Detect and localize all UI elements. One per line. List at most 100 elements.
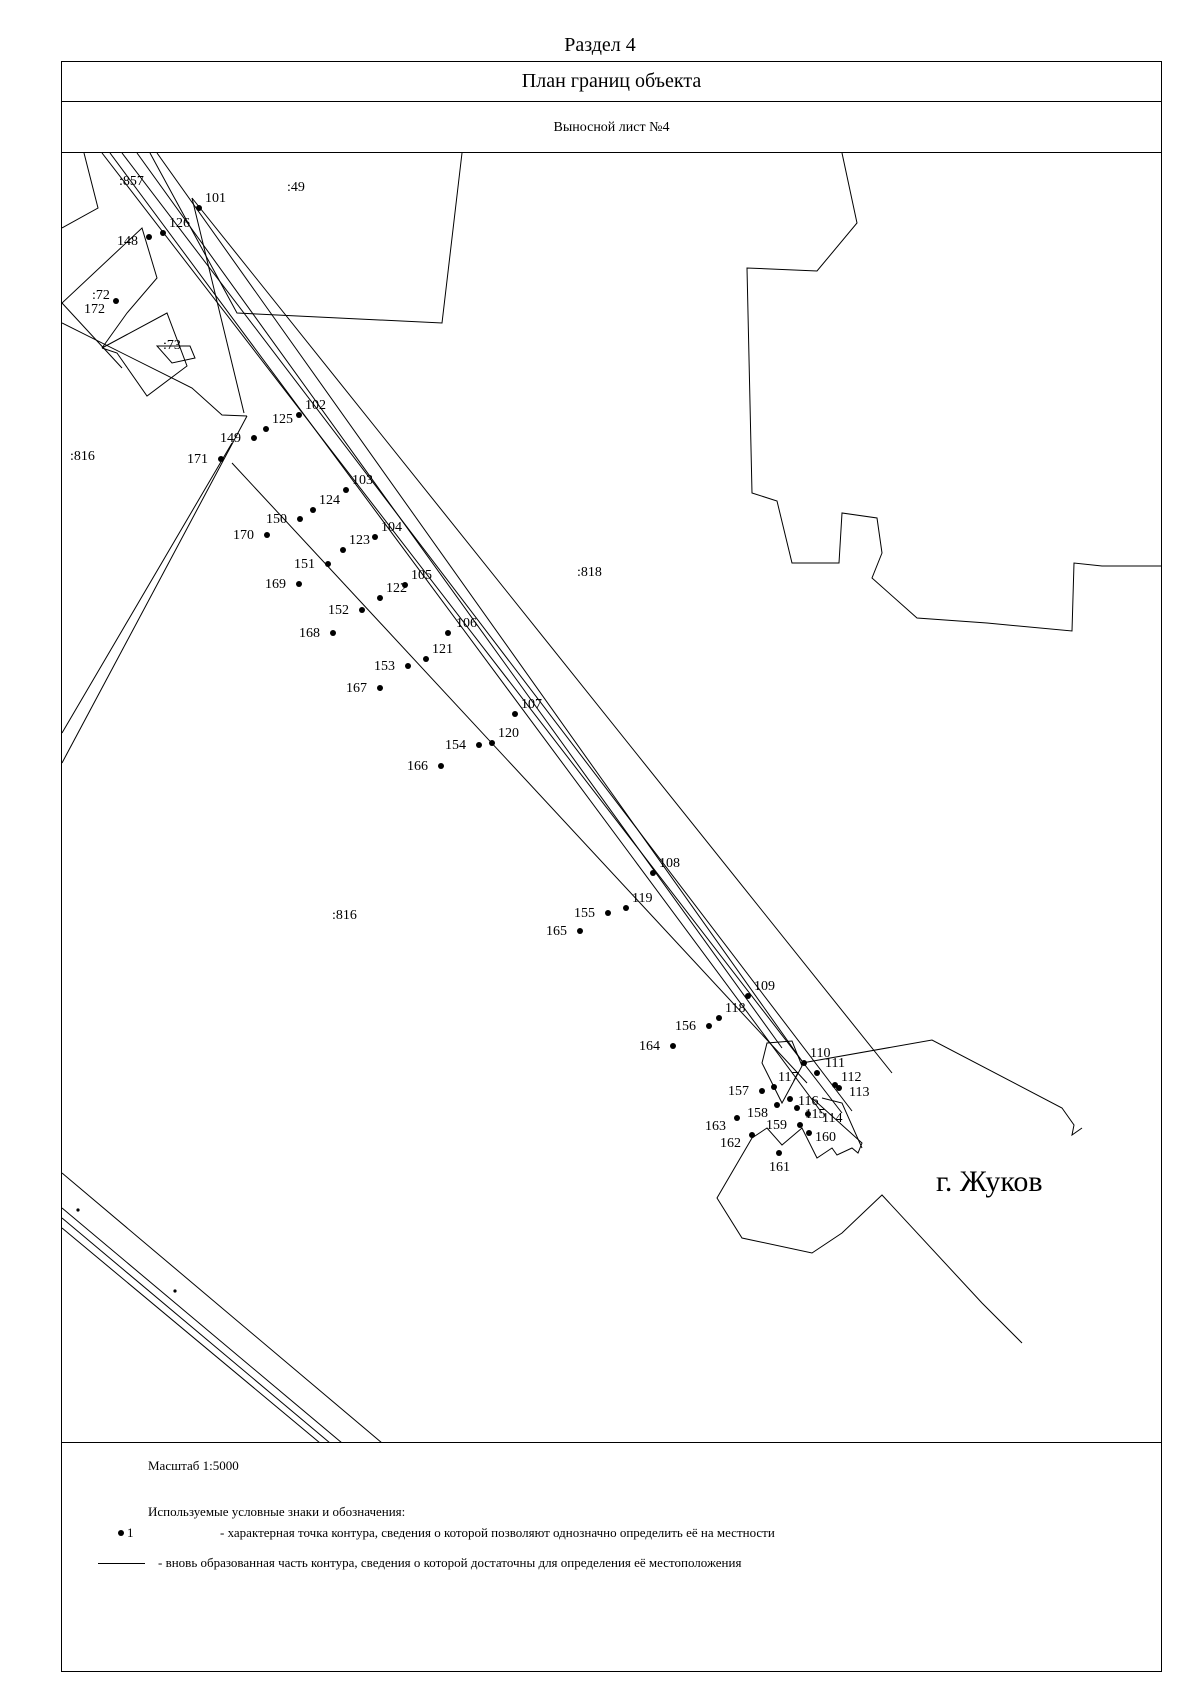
point-label-162: 162 [720,1136,741,1151]
boundary-point-101 [196,205,202,211]
point-label-165: 165 [546,924,567,939]
point-label-113: 113 [849,1085,869,1100]
boundary-point-149 [251,435,257,441]
point-label-157: 157 [728,1084,749,1099]
point-label-124: 124 [319,493,340,508]
boundary-point-154 [476,742,482,748]
point-label-108: 108 [659,856,680,871]
point-label-120: 120 [498,726,519,741]
parcel-label: :73 [163,338,181,353]
point-label-105: 105 [411,568,432,583]
point-label-159: 159 [766,1118,787,1133]
boundary-point-161 [776,1150,782,1156]
point-label-164: 164 [639,1039,660,1054]
boundary-point-115 [794,1105,800,1111]
boundary-point-117 [771,1084,777,1090]
boundary-point-120 [489,740,495,746]
boundary-point-163 [734,1115,740,1121]
parcel-label: :816 [332,908,357,923]
boundary-point-122 [377,595,383,601]
boundary-point-148 [146,234,152,240]
scale-label: Масштаб 1:5000 [148,1458,239,1473]
point-label-119: 119 [632,891,652,906]
point-label-111: 111 [825,1056,845,1071]
point-label-123: 123 [349,533,370,548]
point-label-161: 161 [769,1160,790,1175]
point-label-112: 112 [841,1070,861,1085]
boundary-point-159 [797,1122,803,1128]
boundary-point-102 [296,412,302,418]
boundary-point-109 [745,993,751,999]
point-label-150: 150 [266,512,287,527]
boundary-point-113 [836,1085,842,1091]
boundary-point-104 [372,534,378,540]
point-label-155: 155 [574,906,595,921]
point-label-153: 153 [374,659,395,674]
boundary-point-160 [806,1130,812,1136]
point-label-106: 106 [456,616,477,631]
point-label-107: 107 [521,697,542,712]
parcel-label: :49 [287,180,305,195]
point-label-116: 116 [798,1094,818,1109]
plan-title: План границ объекта [62,62,1161,102]
point-label-169: 169 [265,577,286,592]
boundary-point-166 [438,763,444,769]
point-label-170: 170 [233,528,254,543]
point-label-160: 160 [815,1130,836,1145]
boundary-point-123 [340,547,346,553]
boundary-point-158 [774,1102,780,1108]
point-label-167: 167 [346,681,367,696]
point-description: - характерная точка контура, сведения о … [220,1525,775,1540]
point-label-114: 114 [822,1111,842,1126]
point-label-158: 158 [747,1106,768,1121]
point-label-121: 121 [432,642,453,657]
map-drawing: :857 :49 :72 :73 :816 :818 :816 г. Жуков… [62,153,1161,1442]
boundary-point-152 [359,607,365,613]
legend: Масштаб 1:5000 Используемые условные зна… [62,1443,1161,1671]
boundary-point-157 [759,1088,765,1094]
point-label-149: 149 [220,431,241,446]
boundary-point-155 [605,910,611,916]
point-label-115: 115 [805,1107,825,1122]
point-label-102: 102 [305,398,326,413]
point-label-148: 148 [117,234,138,249]
point-label-104: 104 [381,520,402,535]
line-symbol-icon [98,1563,145,1564]
point-label-151: 151 [294,557,315,572]
parcel-label: :818 [577,565,602,580]
boundary-point-153 [405,663,411,669]
boundary-point-111 [814,1070,820,1076]
boundary-point-172 [113,298,119,304]
boundary-point-170 [264,532,270,538]
point-label-152: 152 [328,603,349,618]
boundary-map: :857 :49 :72 :73 :816 :818 :816 г. Жуков… [62,153,1161,1443]
point-label-122: 122 [386,581,407,596]
boundary-point-114 [805,1111,811,1117]
boundary-point-121 [423,656,429,662]
boundary-point-125 [263,426,269,432]
city-label: г. Жуков [936,1165,1043,1198]
boundary-point-106 [445,630,451,636]
boundary-point-171 [218,456,224,462]
boundary-point-110 [801,1060,807,1066]
point-label-172: 172 [84,302,105,317]
point-label-101: 101 [205,191,226,206]
section-title: Раздел 4 [564,34,636,56]
boundary-point-169 [296,581,302,587]
point-symbol-icon [118,1530,124,1536]
boundary-point-167 [377,685,383,691]
point-label-171: 171 [187,452,208,467]
point-label-168: 168 [299,626,320,641]
boundary-point-150 [297,516,303,522]
point-label-154: 154 [445,738,466,753]
boundary-point-156 [706,1023,712,1029]
point-label-103: 103 [352,473,373,488]
legend-heading: Используемые условные знаки и обозначени… [148,1504,406,1519]
boundary-point-168 [330,630,336,636]
sheet-title: Выносной лист №4 [62,102,1161,153]
parcel-label: :72 [92,288,110,303]
point-label-126: 126 [169,216,190,231]
boundary-point-151 [325,561,331,567]
boundary-point-103 [343,487,349,493]
boundary-point-126 [160,230,166,236]
